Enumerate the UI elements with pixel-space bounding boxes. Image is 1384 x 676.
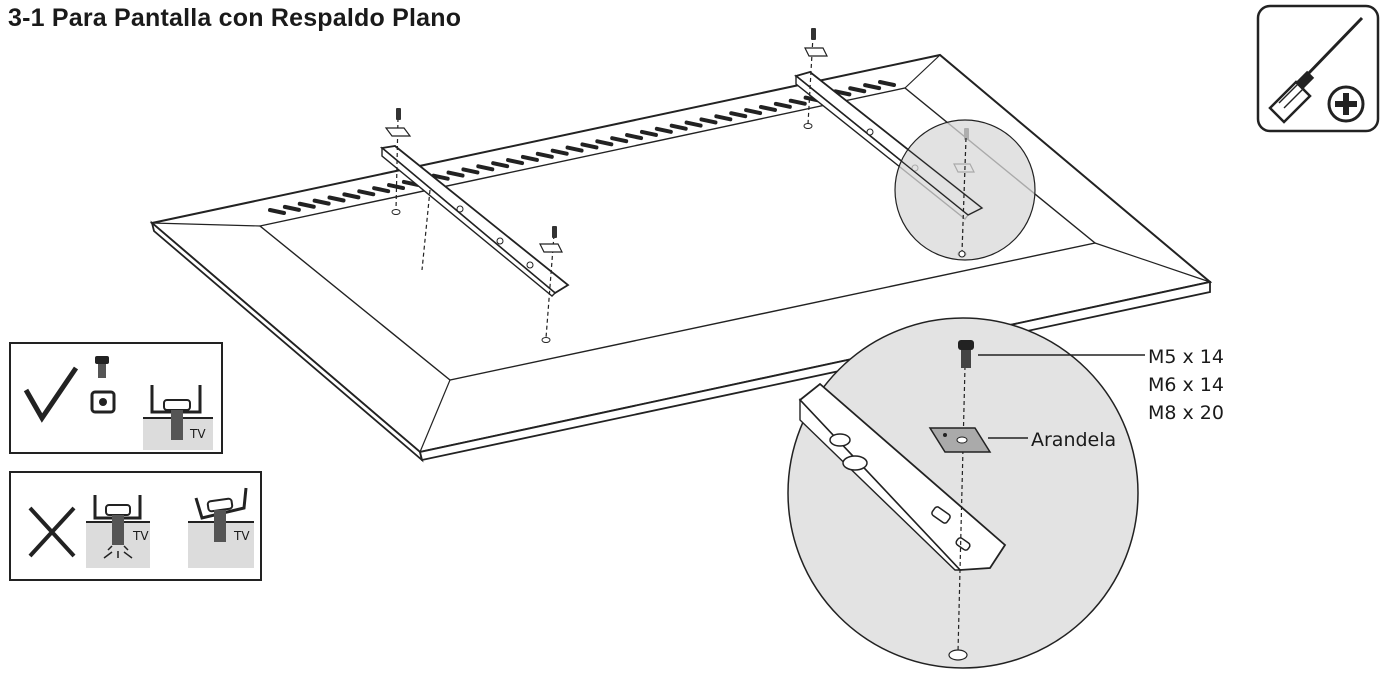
vent-slot <box>654 126 673 134</box>
vent-slot <box>520 154 539 162</box>
tv-label-wrong-1: TV <box>132 529 149 543</box>
vent-slot <box>610 136 629 144</box>
vent-slot <box>684 120 703 128</box>
vent-slot <box>595 139 614 147</box>
vent-slot <box>639 129 658 137</box>
tv-label-correct: TV <box>189 427 206 441</box>
incorrect-usage-box: TV TV <box>9 471 262 581</box>
screw-size-m5: M5 x 14 <box>1148 346 1224 368</box>
detail-highlight-circle <box>894 119 1036 261</box>
screw-size-m6: M6 x 14 <box>1148 374 1224 396</box>
vent-slot <box>758 104 777 112</box>
vent-slot <box>863 83 882 91</box>
vent-slot <box>506 158 525 166</box>
vent-slot <box>282 204 301 212</box>
screw-size-m8: M8 x 20 <box>1148 402 1224 424</box>
vent-slot <box>431 173 450 181</box>
vent-slot <box>297 201 316 209</box>
vent-slot <box>342 192 361 200</box>
vent-slot <box>625 133 644 141</box>
vent-slot <box>699 117 718 125</box>
vent-slot <box>848 86 867 94</box>
vent-slot <box>773 101 792 109</box>
left-mounting-bracket <box>379 145 570 297</box>
vent-slot <box>669 123 688 131</box>
page-title: 3-1 Para Pantalla con Respaldo Plano <box>8 4 462 32</box>
vent-slot <box>387 183 406 191</box>
vent-slot <box>744 108 763 116</box>
vent-slot <box>788 98 807 106</box>
detail-magnifier <box>787 317 1145 669</box>
phillips-screwdriver-icon <box>1256 4 1380 133</box>
vent-slot <box>461 167 480 175</box>
vent-slot <box>491 161 510 169</box>
vent-slot <box>312 198 331 206</box>
vent-slot <box>550 148 569 156</box>
vent-slot <box>580 142 599 150</box>
vent-slot <box>357 189 376 197</box>
vent-slot <box>476 164 495 172</box>
vent-slot <box>446 170 465 178</box>
vent-slot <box>565 145 584 153</box>
vent-slots <box>268 80 896 215</box>
check-mark-icon <box>23 366 79 423</box>
vent-slot <box>878 80 896 87</box>
vent-slot <box>268 208 286 215</box>
vent-slot <box>714 114 733 122</box>
vent-slot <box>729 111 748 119</box>
tv-label-wrong-2: TV <box>233 529 250 543</box>
vent-slot <box>833 89 852 97</box>
vent-slot <box>327 195 346 203</box>
correct-usage-box: TV <box>9 342 223 454</box>
vent-slot <box>372 186 391 194</box>
x-mark-icon <box>28 506 76 558</box>
vent-slot <box>535 151 554 159</box>
washer-label: Arandela <box>1031 429 1116 451</box>
